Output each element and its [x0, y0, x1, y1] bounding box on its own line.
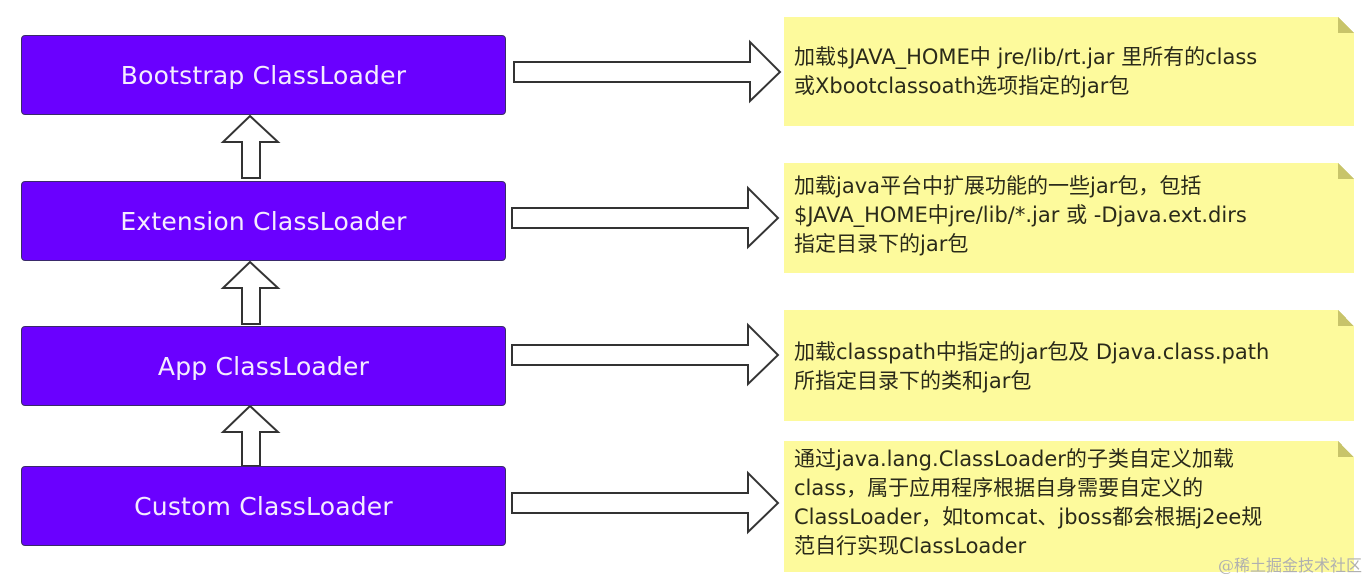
watermark: @稀土掘金技术社区 [1217, 556, 1362, 575]
note-fold-icon [1338, 163, 1354, 179]
note-text: 加载classpath中指定的jar包及 Djava.class.path 所指… [794, 340, 1270, 393]
up-arrow-custom-to-app [220, 404, 281, 467]
loader-label: App ClassLoader [157, 351, 370, 381]
extension-classloader-box: Extension ClassLoader [21, 181, 506, 261]
loader-label: Custom ClassLoader [134, 491, 393, 521]
custom-classloader-box: Custom ClassLoader [21, 466, 506, 546]
up-arrow-extension-to-bootstrap [220, 114, 281, 179]
note-custom: 通过java.lang.ClassLoader的子类自定义加载 class，属于… [784, 441, 1354, 572]
bootstrap-classloader-box: Bootstrap ClassLoader [21, 35, 506, 115]
right-arrow-bootstrap [513, 39, 782, 104]
loader-label: Extension ClassLoader [120, 206, 407, 236]
note-bootstrap: 加载$JAVA_HOME中 jre/lib/rt.jar 里所有的class 或… [784, 17, 1354, 126]
loader-label: Bootstrap ClassLoader [120, 60, 407, 90]
up-arrow-app-to-extension [220, 260, 281, 325]
right-arrow-custom [511, 470, 780, 535]
note-extension: 加载java平台中扩展功能的一些jar包，包括 $JAVA_HOME中jre/l… [784, 163, 1354, 273]
note-fold-icon [1338, 310, 1354, 326]
note-text: 通过java.lang.ClassLoader的子类自定义加载 class，属于… [794, 447, 1263, 558]
note-fold-icon [1338, 17, 1354, 33]
note-fold-icon [1338, 441, 1354, 457]
note-text: 加载$JAVA_HOME中 jre/lib/rt.jar 里所有的class 或… [794, 45, 1258, 98]
right-arrow-app [511, 322, 780, 387]
note-app: 加载classpath中指定的jar包及 Djava.class.path 所指… [784, 310, 1354, 421]
app-classloader-box: App ClassLoader [21, 326, 506, 406]
note-text: 加载java平台中扩展功能的一些jar包，包括 $JAVA_HOME中jre/l… [794, 174, 1247, 256]
right-arrow-extension [511, 185, 780, 250]
